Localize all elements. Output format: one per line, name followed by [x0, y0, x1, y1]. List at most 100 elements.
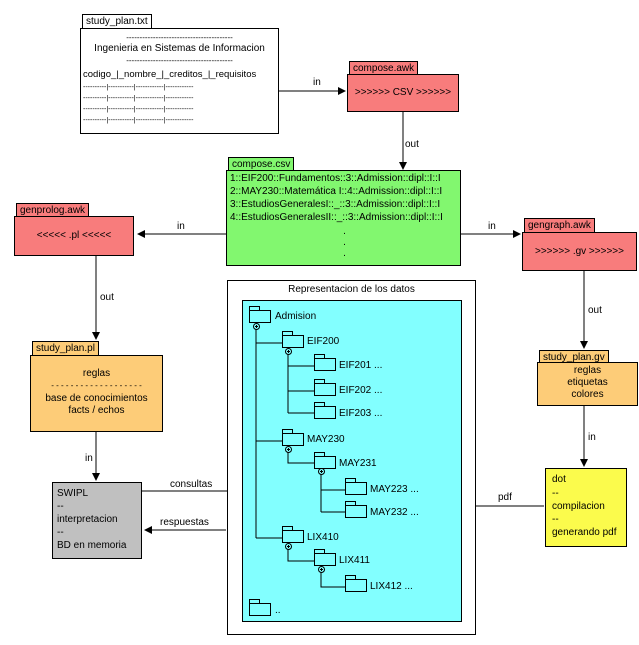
folder-icon[interactable]: [345, 478, 367, 495]
gengraph-awk-box: >>>>>> .gv >>>>>>: [522, 232, 637, 271]
swipl-line-2: --: [57, 501, 64, 512]
folder-icon[interactable]: [249, 306, 271, 323]
folder-icon[interactable]: [282, 526, 304, 543]
txt-header-row: codigo_|_nombre_|_creditos_|_requisitos: [83, 69, 257, 80]
genprolog-awk-tab: genprolog.awk: [16, 203, 90, 218]
gv-line-1: reglas: [573, 365, 602, 376]
study-plan-pl-tab: study_plan.pl: [32, 341, 99, 356]
gv-line-3: colores: [571, 389, 604, 400]
tree-node-eif201[interactable]: EIF201 ...: [339, 360, 383, 371]
csv-line-1: 1::EIF200::Fundamentos::3::Admission::di…: [230, 173, 441, 184]
txt-cell: ----------: [83, 84, 107, 91]
txt-cell: -----------: [108, 106, 134, 113]
csv-dot-3: .: [343, 248, 346, 259]
study-plan-txt-box: ----------------------------------------…: [80, 28, 279, 134]
folder-icon[interactable]: [345, 575, 367, 592]
txt-cell: ------------: [135, 106, 164, 113]
edge-label-out: out: [405, 139, 419, 150]
tree-node-lix412[interactable]: LIX412 ...: [370, 581, 413, 592]
tree-node-eif203[interactable]: EIF203 ...: [339, 408, 383, 419]
folder-icon[interactable]: [282, 429, 304, 446]
txt-cell: ------------: [135, 117, 164, 124]
dot-line-4: --: [552, 514, 559, 525]
txt-table-row: ----------|-----------|------------|----…: [83, 117, 194, 124]
edge-label-respuestas: respuestas: [160, 517, 209, 528]
txt-cell: ------------: [135, 84, 164, 91]
expand-icon[interactable]: [285, 348, 292, 355]
csv-line-4: 4::EstudiosGeneralesII::_::3::Admission:…: [230, 212, 443, 223]
txt-cell: -----------: [108, 84, 134, 91]
csv-line-2: 2::MAY230::Matemática I::4::Admission::d…: [230, 186, 443, 197]
representation-tree: [242, 300, 462, 622]
folder-icon[interactable]: [314, 402, 336, 419]
pl-line-4: facts / echos: [68, 405, 125, 416]
txt-cell: -----------: [108, 95, 134, 102]
tree-node-may230[interactable]: MAY230: [307, 434, 345, 445]
swipl-box: SWIPL -- interpretacion -- BD en memoria: [52, 482, 142, 559]
study-plan-gv-box: reglas etiquetas colores: [537, 362, 638, 406]
dot-box: dot -- compilacion -- generando pdf: [545, 468, 627, 547]
pl-divider: - - - - - - - - - - - - - - - - - - -: [51, 381, 142, 390]
expand-icon[interactable]: [285, 543, 292, 550]
txt-table-row: ----------|-----------|------------|----…: [83, 84, 194, 91]
txt-line-1: ----------------------------------------: [126, 33, 233, 42]
txt-cell: ------------: [165, 117, 194, 124]
expand-icon[interactable]: [318, 468, 325, 475]
dot-line-5: generando pdf: [552, 527, 617, 538]
tree-node-admision[interactable]: Admision: [275, 311, 317, 322]
txt-cell: ----------: [83, 95, 107, 102]
swipl-line-4: --: [57, 527, 64, 538]
edge-label-in: in: [588, 432, 596, 443]
txt-table-row: ----------|-----------|------------|----…: [83, 95, 194, 102]
tree-node-eif202[interactable]: EIF202 ...: [339, 385, 383, 396]
tree-node-more[interactable]: ..: [275, 605, 281, 616]
tree-node-lix411[interactable]: LIX411: [339, 555, 370, 566]
compose-awk-text: >>>>>> CSV >>>>>>: [354, 87, 452, 98]
tree-node-eif200[interactable]: EIF200: [307, 336, 340, 347]
tree-node-may231[interactable]: MAY231: [339, 458, 377, 469]
dot-line-1: dot: [552, 474, 566, 485]
txt-cell: ------------: [165, 84, 194, 91]
expand-icon[interactable]: [285, 446, 292, 453]
txt-cell: ----------: [83, 117, 107, 124]
txt-cell: -----------: [108, 117, 134, 124]
edge-label-consultas: consultas: [170, 479, 213, 490]
genprolog-awk-box: <<<<< .pl <<<<<: [14, 216, 134, 256]
tree-node-lix410[interactable]: LIX410: [307, 532, 339, 543]
pl-line-3: base de conocimientos: [45, 393, 148, 404]
txt-table-row: ----------|-----------|------------|----…: [83, 106, 194, 113]
edge-label-pdf: pdf: [498, 492, 512, 503]
edge-label-out: out: [100, 292, 114, 303]
compose-awk-tab: compose.awk: [349, 61, 419, 76]
expand-icon[interactable]: [318, 566, 325, 573]
folder-icon[interactable]: [314, 549, 336, 566]
txt-cell: ------------: [165, 95, 194, 102]
txt-cell: ------------: [165, 106, 194, 113]
txt-line-3: ----------------------------------------: [126, 56, 233, 65]
tree-node-may223[interactable]: MAY223 ...: [370, 484, 419, 495]
folder-icon[interactable]: [314, 452, 336, 469]
txt-line-2: Ingenieria en Sistemas de Informacion: [94, 43, 265, 54]
study-plan-pl-box: reglas - - - - - - - - - - - - - - - - -…: [30, 355, 163, 432]
expand-icon[interactable]: [253, 323, 260, 330]
compose-csv-box: 1::EIF200::Fundamentos::3::Admission::di…: [226, 170, 461, 266]
folder-icon[interactable]: [282, 331, 304, 348]
folder-icon[interactable]: [345, 501, 367, 518]
pl-line-1: reglas: [82, 368, 111, 379]
txt-cell: ----------: [83, 106, 107, 113]
study-plan-gv-tab: study_plan.gv: [539, 350, 609, 365]
txt-cell: ------------: [135, 95, 164, 102]
csv-line-3: 3::EstudiosGeneralesI::_::3::Admission::…: [230, 199, 441, 210]
swipl-line-3: interpretacion: [57, 514, 118, 525]
folder-icon[interactable]: [314, 354, 336, 371]
folder-icon[interactable]: [314, 379, 336, 396]
gengraph-awk-text: >>>>>> .gv >>>>>>: [535, 246, 624, 257]
edge-label-in: in: [488, 221, 496, 232]
tree-node-may232[interactable]: MAY232 ...: [370, 507, 419, 518]
compose-csv-tab: compose.csv: [228, 157, 295, 172]
folder-icon[interactable]: [249, 599, 271, 616]
gengraph-awk-tab: gengraph.awk: [524, 218, 595, 233]
dot-line-2: --: [552, 488, 559, 499]
